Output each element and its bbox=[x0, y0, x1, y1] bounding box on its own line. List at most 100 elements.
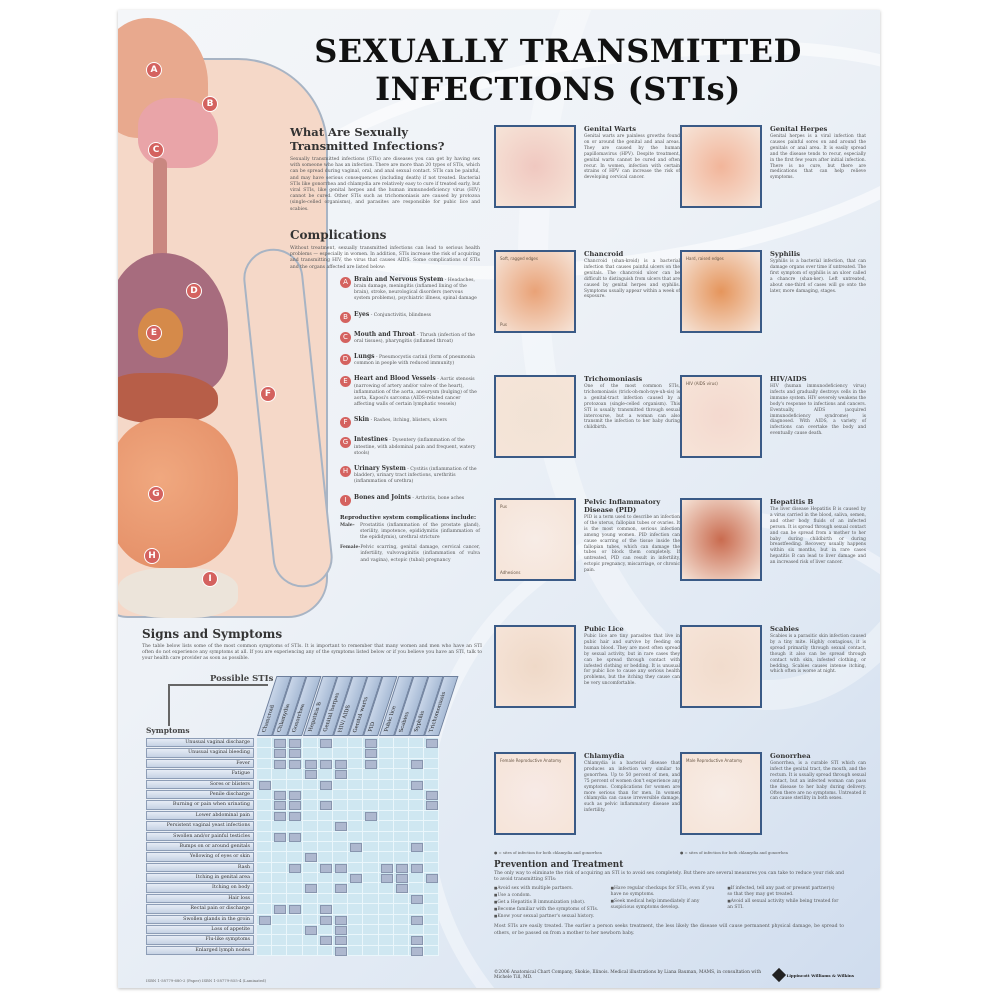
grid-cell bbox=[348, 925, 364, 936]
check-mark-icon bbox=[408, 779, 425, 790]
letter-marker-icon: B bbox=[340, 311, 351, 323]
grid-cell bbox=[302, 800, 318, 811]
repro-label: Female- bbox=[340, 545, 361, 551]
check-mark-icon bbox=[363, 738, 379, 749]
grid-cell bbox=[378, 769, 394, 780]
grid-cell bbox=[378, 904, 394, 915]
grid-cell bbox=[393, 925, 409, 936]
table-row: Lower abdominal pain bbox=[146, 810, 440, 822]
grid-cell bbox=[348, 935, 364, 946]
what-heading-line-1: What Are Sexually bbox=[290, 125, 409, 139]
sti-illustration: HIV (AIDS virus) bbox=[680, 375, 762, 458]
sti-illustration: Female Reproductive Anatomy bbox=[494, 752, 576, 835]
grid-cell bbox=[348, 800, 364, 811]
prevention-item: Avoid sex with multiple partners. bbox=[494, 885, 607, 892]
grid-cell bbox=[272, 883, 288, 894]
check-mark-icon bbox=[332, 769, 349, 780]
grid-cell bbox=[363, 821, 379, 832]
sti-name: Pubic Lice bbox=[584, 625, 624, 633]
complication-title: Eyes bbox=[354, 310, 370, 318]
check-mark-icon bbox=[424, 789, 440, 801]
complication-text: Intestines - Dysentery (inflammation of … bbox=[354, 437, 480, 457]
grid-cell bbox=[363, 769, 379, 780]
grid-cell bbox=[363, 925, 379, 936]
check-mark-icon bbox=[287, 789, 303, 801]
grid-cell bbox=[378, 852, 394, 863]
table-row: Rash bbox=[146, 862, 440, 874]
letter-marker-icon: C bbox=[340, 331, 351, 343]
complication-desc: - Pneumocystis carinii (form of pneumoni… bbox=[354, 355, 475, 367]
grid-cell bbox=[272, 862, 288, 874]
grid-cell bbox=[272, 779, 288, 790]
check-mark-icon bbox=[287, 904, 303, 915]
symptom-label: Flu-like symptoms bbox=[146, 935, 254, 945]
grid-cell bbox=[257, 904, 273, 915]
grid-cell bbox=[408, 904, 425, 915]
grid-cell bbox=[272, 841, 288, 853]
grid-cell bbox=[348, 789, 364, 801]
repro-row-male: Male-Prostatitis (inflammation of the pr… bbox=[340, 523, 480, 542]
grid-cell bbox=[348, 904, 364, 915]
check-mark-icon bbox=[348, 873, 364, 884]
column-label: PID bbox=[367, 722, 377, 732]
grid-cell bbox=[348, 810, 364, 822]
grid-cell bbox=[302, 914, 318, 926]
marker-i: I bbox=[202, 571, 218, 587]
check-mark-icon bbox=[287, 748, 303, 759]
sti-description: Chlamydia is a bacterial disease that pr… bbox=[584, 761, 680, 814]
grid-cell bbox=[302, 748, 318, 759]
illustration-label: Hard, raised edges bbox=[686, 256, 724, 261]
sti-illustration: Hard, raised edges bbox=[680, 250, 762, 333]
grid-cell bbox=[408, 831, 425, 842]
complication-text: Heart and Blood Vessels - Aortic stenosi… bbox=[354, 376, 480, 408]
grid-cell bbox=[257, 769, 273, 780]
complication-text: Brain and Nervous System - Headaches, br… bbox=[354, 276, 480, 303]
grid-cell bbox=[348, 738, 364, 749]
sti-description: Gonorrhea, is a curable STI which can in… bbox=[770, 761, 866, 802]
grid-cell bbox=[257, 841, 273, 853]
grid-cell bbox=[363, 862, 379, 874]
check-mark-icon bbox=[393, 862, 409, 874]
grid-cell bbox=[272, 821, 288, 832]
sti-name: Trichomoniasis bbox=[584, 375, 643, 383]
illustration-label: Pus bbox=[500, 322, 507, 327]
grid-cell bbox=[287, 935, 303, 946]
grid-cell bbox=[302, 893, 318, 905]
grid-cell bbox=[363, 779, 379, 790]
grid-cell bbox=[408, 852, 425, 863]
check-mark-icon bbox=[272, 758, 288, 770]
prevention-columns: Avoid sex with multiple partners.Use a c… bbox=[494, 885, 844, 920]
check-mark-icon bbox=[257, 779, 273, 790]
grid-cell bbox=[424, 914, 440, 926]
table-row: Fatigue bbox=[146, 769, 440, 780]
what-body: Sexually transmitted infections (STIs) a… bbox=[290, 157, 480, 212]
sti-description: Scabies is a parasitic skin infection ca… bbox=[770, 634, 866, 675]
check-mark-icon bbox=[287, 831, 303, 842]
grid-cell bbox=[287, 769, 303, 780]
grid-cell bbox=[348, 758, 364, 770]
check-mark-icon bbox=[317, 914, 333, 926]
grid-cell bbox=[287, 821, 303, 832]
prevention-intro: The only way to eliminate the risk of ac… bbox=[494, 871, 844, 883]
illustration-label: Male Reproductive Anatomy bbox=[686, 758, 743, 763]
symptom-label: Bumps on or around genitals bbox=[146, 841, 254, 852]
complication-desc: - Rashes, itching, blisters, ulcers bbox=[369, 418, 447, 424]
complication-desc: - Cystitis (inflammation of the bladder)… bbox=[354, 467, 477, 485]
prevention-col-3: If infected, tell any past or present pa… bbox=[727, 885, 844, 920]
symptom-label: Penile discharge bbox=[146, 789, 254, 800]
grid-cell bbox=[348, 748, 364, 759]
grid-cell bbox=[287, 852, 303, 863]
check-mark-icon bbox=[272, 800, 288, 811]
prevention-heading: Prevention and Treatment bbox=[494, 860, 624, 870]
check-mark-icon bbox=[408, 862, 425, 874]
sti-description: Chancroid (shan-kroid) is a bacterial in… bbox=[584, 259, 680, 300]
